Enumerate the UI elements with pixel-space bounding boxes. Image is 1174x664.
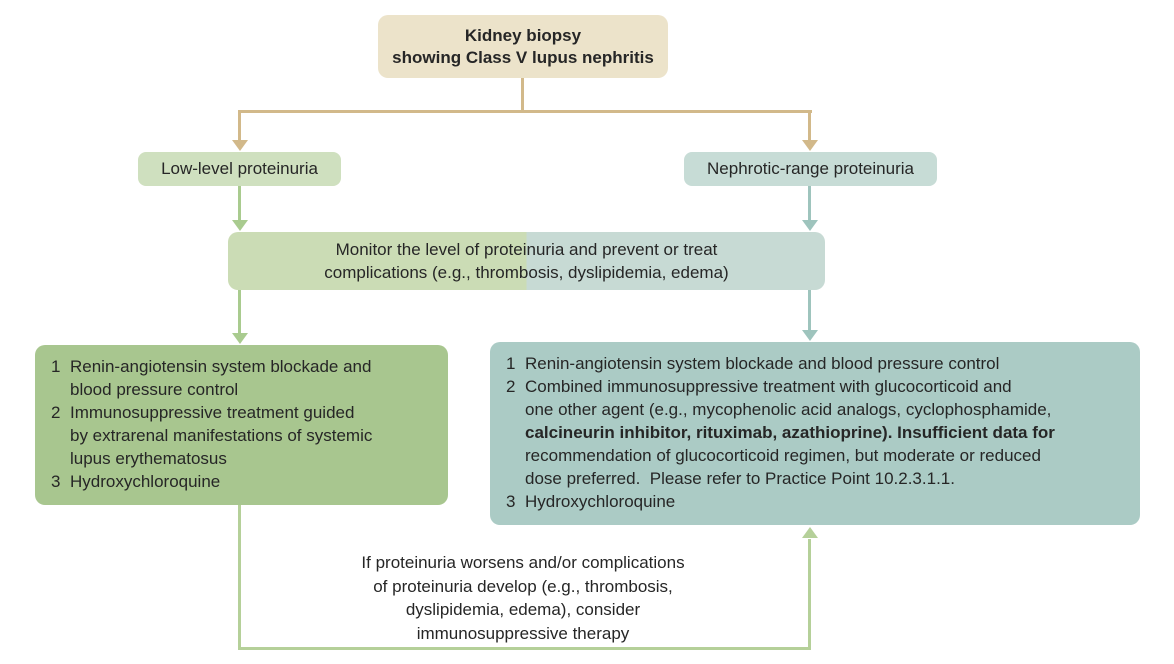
item-number: 3 bbox=[506, 492, 516, 511]
arrowhead-low-to-monitor-icon bbox=[232, 220, 248, 231]
arrow-low-to-monitor bbox=[238, 186, 241, 222]
arrowhead-monitor-to-right-icon bbox=[802, 330, 818, 341]
item-text: Immunosuppressive treatment guided by ex… bbox=[70, 403, 373, 468]
item-number: 2 bbox=[506, 377, 516, 396]
loop-right-vertical bbox=[808, 539, 811, 649]
nephrotic-label: Nephrotic-range proteinuria bbox=[707, 159, 914, 178]
item-number: 1 bbox=[506, 354, 516, 373]
loop-note-line4: immunosuppressive therapy bbox=[416, 623, 630, 643]
loop-note: If proteinuria worsens and/or complicati… bbox=[328, 551, 718, 645]
loop-note-line3: dyslipidemia, edema), consider bbox=[405, 600, 641, 619]
kidney-biopsy-node: Kidney biopsy showing Class V lupus neph… bbox=[378, 15, 668, 78]
loop-note-line1: If proteinuria worsens and/or complicati… bbox=[361, 553, 685, 572]
arrowhead-to-low-level-icon bbox=[232, 140, 248, 151]
item-number: 1 bbox=[51, 357, 61, 376]
low-level-label: Low-level proteinuria bbox=[161, 159, 318, 178]
item-text: Hydroxychloroquine bbox=[525, 492, 676, 511]
monitor-line2: complications (e.g., thrombosis, dyslipi… bbox=[324, 263, 729, 282]
list-item: 1 Renin-angiotensin system blockade and b… bbox=[506, 352, 1128, 375]
list-item: 1 Renin-angiotensin system blockade and b… bbox=[51, 355, 436, 401]
list-item: 3 Hydroxychloroquine bbox=[506, 490, 1128, 513]
list-item: 3 Hydroxychloroquine bbox=[51, 470, 436, 493]
connector-root-horizontal bbox=[238, 110, 812, 113]
item-text: Renin-angiotensin system blockade and bl… bbox=[70, 357, 372, 399]
arrowhead-loop-to-right-icon bbox=[802, 527, 818, 538]
loop-left-vertical bbox=[238, 505, 241, 650]
arrowhead-nephrotic-to-monitor-icon bbox=[802, 220, 818, 231]
monitor-line1: Monitor the level of proteinuria and pre… bbox=[335, 240, 718, 259]
low-level-treatment-node: 1 Renin-angiotensin system blockade and b… bbox=[35, 345, 448, 505]
item-text-regular: recommendation of glucocorticoid regimen… bbox=[525, 446, 1041, 488]
root-title-line1: Kidney biopsy bbox=[464, 25, 582, 45]
item-text: Combined immunosuppressive treatment wit… bbox=[525, 375, 1128, 490]
low-level-proteinuria-node: Low-level proteinuria bbox=[138, 152, 341, 186]
arrow-monitor-to-left-treatment bbox=[238, 290, 241, 334]
connector-root-left-drop bbox=[238, 112, 241, 141]
arrow-monitor-to-right-treatment bbox=[808, 290, 811, 332]
arrowhead-monitor-to-left-icon bbox=[232, 333, 248, 344]
arrowhead-to-nephrotic-icon bbox=[802, 140, 818, 151]
nephrotic-range-proteinuria-node: Nephrotic-range proteinuria bbox=[684, 152, 937, 186]
connector-root-stem bbox=[521, 78, 524, 111]
arrow-nephrotic-to-monitor bbox=[808, 186, 811, 222]
list-item: 2 Combined immunosuppressive treatment wi… bbox=[506, 375, 1128, 490]
item-number: 2 bbox=[51, 403, 61, 422]
item-text: Renin-angiotensin system blockade and bl… bbox=[525, 354, 1000, 373]
item-text-regular: Combined immunosuppressive treatment wit… bbox=[525, 377, 1052, 419]
loop-bottom-horizontal bbox=[238, 647, 811, 650]
connector-root-right-drop bbox=[808, 112, 811, 141]
item-text: Hydroxychloroquine bbox=[70, 472, 221, 491]
root-title-line2: showing Class V lupus nephritis bbox=[392, 47, 654, 67]
nephrotic-treatment-node: 1 Renin-angiotensin system blockade and b… bbox=[490, 342, 1140, 525]
item-text-bold: calcineurin inhibitor, rituximab, azathi… bbox=[525, 423, 1055, 442]
item-number: 3 bbox=[51, 472, 61, 491]
list-item: 2 Immunosuppressive treatment guided by e… bbox=[51, 401, 436, 470]
monitor-proteinuria-node: Monitor the level of proteinuria and pre… bbox=[228, 232, 825, 290]
loop-note-line2: of proteinuria develop (e.g., thrombosis… bbox=[373, 576, 673, 596]
